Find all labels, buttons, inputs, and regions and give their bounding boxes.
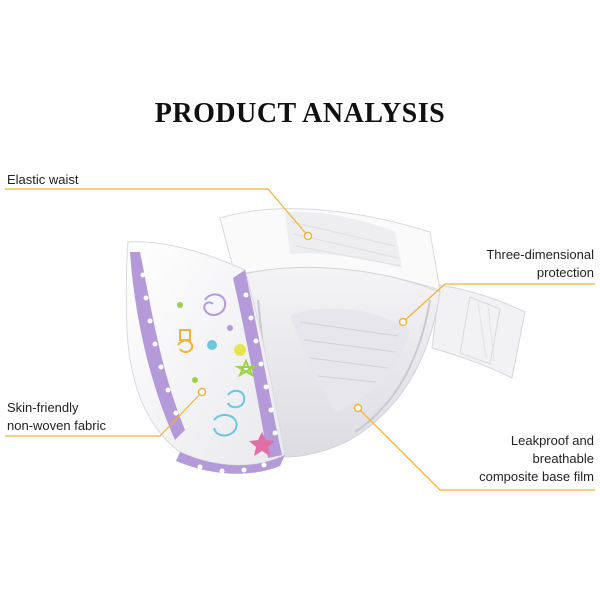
callout-leakproof: Leakproof and breathable composite base … bbox=[479, 432, 594, 486]
callout-leakproof-line2: breathable bbox=[532, 451, 594, 466]
callout-three-dimensional-line2: protection bbox=[536, 265, 594, 280]
callout-skin-friendly: Skin-friendly non-woven fabric bbox=[7, 399, 106, 435]
callout-elastic-waist-text: Elastic waist bbox=[7, 172, 79, 187]
callout-three-dimensional-line1: Three-dimensional bbox=[486, 247, 594, 262]
callout-skin-friendly-line2: non-woven fabric bbox=[7, 418, 106, 433]
callout-dots bbox=[197, 231, 408, 413]
callout-skin-friendly-line1: Skin-friendly bbox=[7, 400, 79, 415]
page-title: PRODUCT ANALYSIS bbox=[154, 98, 446, 129]
callout-elastic-waist: Elastic waist bbox=[7, 171, 79, 189]
callout-leakproof-line3: composite base film bbox=[479, 469, 594, 484]
callout-lines bbox=[5, 188, 595, 491]
callout-three-dimensional: Three-dimensional protection bbox=[486, 246, 594, 282]
fastening-tab bbox=[431, 284, 526, 379]
callout-leakproof-line1: Leakproof and bbox=[510, 433, 594, 448]
front-shell bbox=[125, 241, 286, 474]
